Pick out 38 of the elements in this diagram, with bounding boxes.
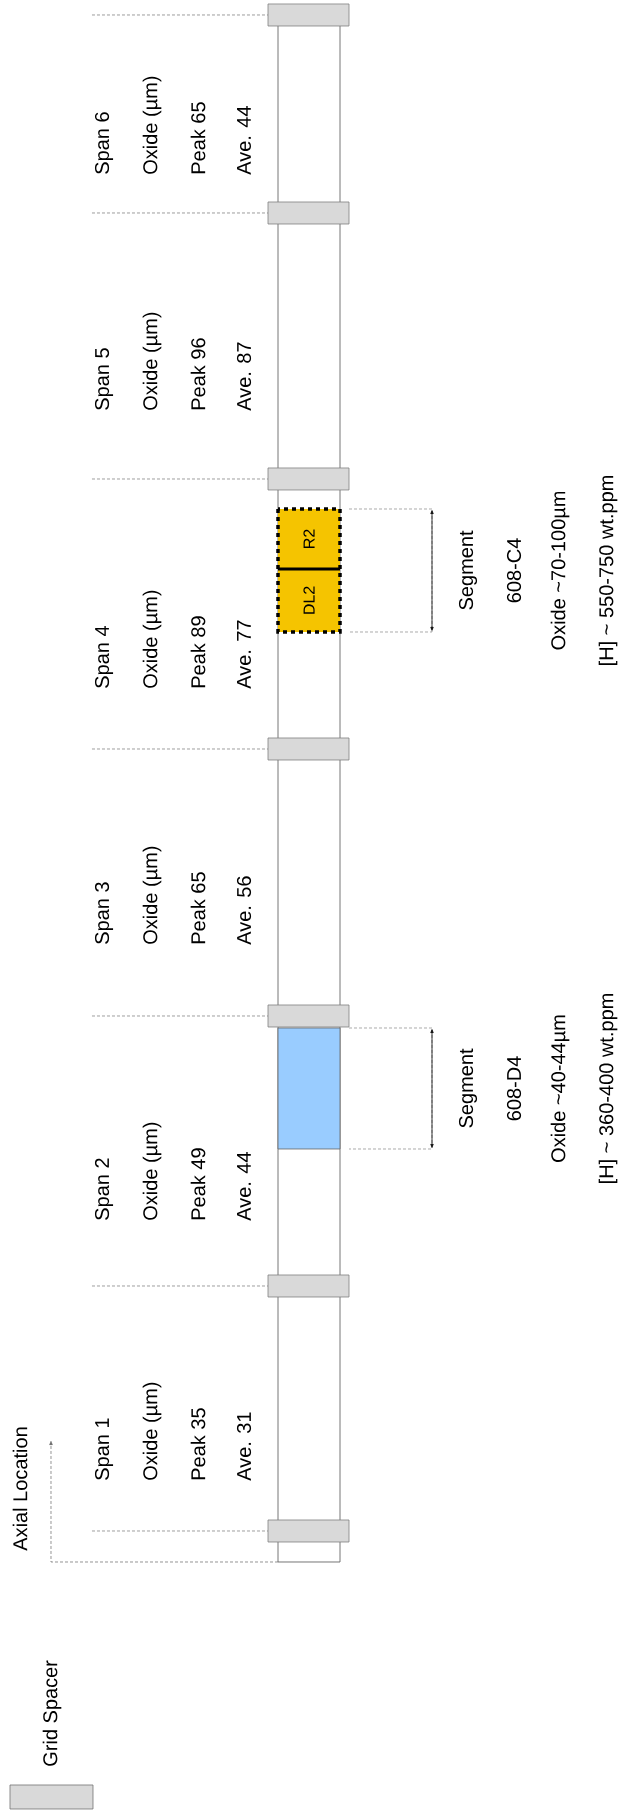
segment-caption: Segment [458,530,478,610]
span-label: Span 3 [94,882,114,944]
span-label: Span 5 [94,348,114,410]
average-value: Ave. 87 [236,342,252,411]
segment-box [276,507,342,634]
hydrogen-range: [H] ~ 360-400 wt.ppm [598,993,618,1183]
peak-value: Peak 96 [190,338,206,410]
segment-box [277,1027,341,1150]
average-value: Ave. 44 [237,1152,251,1221]
oxide-heading: Oxide (µm) [142,76,162,174]
hydrogen-range: [H] ~ 550-750 wt.ppm [598,475,618,665]
average-value: Ave. 56 [236,876,252,945]
axis-label: Axial Location [12,1427,28,1551]
peak-value: Peak 35 [190,1408,206,1480]
peak-value: Peak 49 [190,1148,206,1220]
span-label: Span 6 [94,112,114,174]
legend-label: Grid Spacer [42,1660,62,1766]
oxide-heading: Oxide (µm) [142,1382,162,1480]
segment-label: R2 [303,529,315,548]
average-value: Ave. 44 [237,106,251,175]
average-value: Ave. 77 [237,620,251,689]
segment-id: 608-C4 [506,538,522,603]
segment-id: 608-D4 [506,1056,522,1121]
span-label: Span 2 [94,1158,114,1220]
segment-label: DL2 [303,586,315,614]
peak-value: Peak 65 [190,872,206,944]
oxide-heading: Oxide (µm) [142,846,162,944]
oxide-range: Oxide ~40-44µm [550,1015,570,1162]
oxide-range: Oxide ~70-100µm [550,491,570,650]
oxide-heading: Oxide (µm) [142,590,162,688]
average-value: Ave. 31 [236,1412,252,1481]
span-label: Span 1 [94,1418,114,1480]
oxide-heading: Oxide (µm) [142,312,162,410]
segment-caption: Segment [458,1048,478,1128]
oxide-heading: Oxide (µm) [142,1122,162,1220]
peak-value: Peak 89 [190,616,206,688]
span-label: Span 4 [94,626,114,688]
peak-value: Peak 65 [190,102,206,174]
